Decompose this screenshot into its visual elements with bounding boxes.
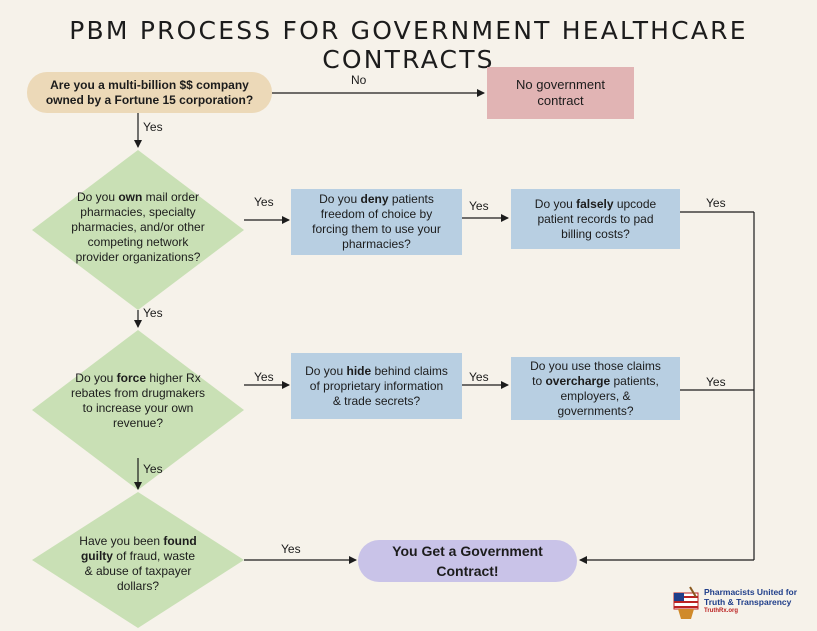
question-overcharge-box: Do you use those claims to overcharge pa…	[511, 357, 680, 420]
question-upcode-box: Do you falsely upcode patient records to…	[511, 189, 680, 249]
label-yes-hide: Yes	[469, 370, 489, 384]
question-deny-box: Do you deny patients freedom of choice b…	[291, 189, 462, 255]
question-force-text: Do you force higher Rx rebates from drug…	[70, 371, 206, 430]
label-yes-deny: Yes	[469, 199, 489, 213]
label-yes-overcharge: Yes	[706, 375, 726, 389]
label-yes-own-down: Yes	[143, 306, 163, 320]
question-own-text: Do you own mail order pharmacies, specia…	[71, 190, 205, 264]
label-no: No	[351, 73, 367, 87]
flag-mortar-icon	[673, 586, 699, 619]
label-yes-own: Yes	[254, 195, 274, 209]
label-yes-upcode: Yes	[706, 196, 726, 210]
label-yes-guilty: Yes	[281, 542, 301, 556]
label-yes-start: Yes	[143, 120, 163, 134]
label-yes-force-down: Yes	[143, 462, 163, 476]
diagram-title: PBM PROCESS FOR GOVERNMENT HEALTHCARE CO…	[69, 16, 748, 74]
diamond-force	[32, 330, 244, 490]
diamond-own	[32, 150, 244, 310]
label-yes-force: Yes	[254, 370, 274, 384]
question-hide-box: Do you hide behind claims of proprietary…	[291, 353, 462, 419]
question-guilty-text: Have you been found guilty of fraud, was…	[79, 534, 197, 593]
diamond-guilty	[32, 492, 244, 628]
